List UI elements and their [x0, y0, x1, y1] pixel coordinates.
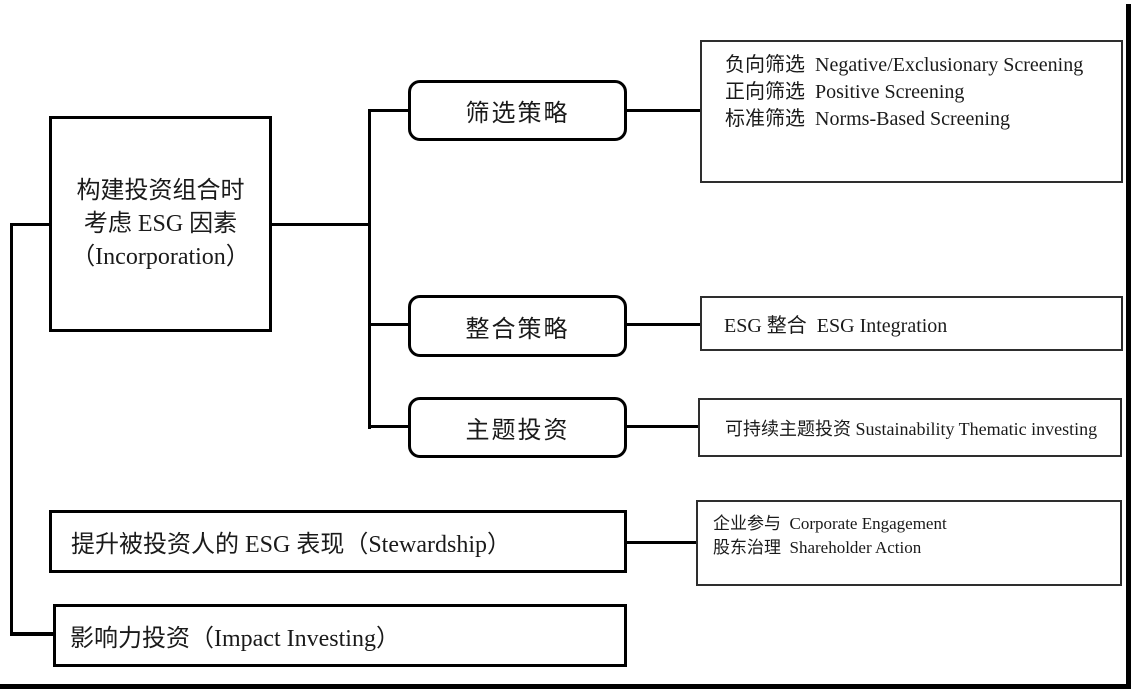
stewardship-label: 提升被投资人的 ESG 表现（Stewardship） [71, 532, 511, 558]
stewardship-box: 提升被投资人的 ESG 表现（Stewardship） [49, 510, 627, 573]
incorporation-right-connector-line [271, 223, 369, 226]
screening-detail-connector-line [626, 109, 700, 112]
impact-connector-line [10, 632, 56, 636]
shareholder-action-line: 股东治理 Shareholder Action [713, 538, 922, 557]
thematic-strategy-box: 主题投资 [408, 397, 627, 458]
integration-detail-box: ESG 整合 ESG Integration [700, 296, 1123, 351]
incorporation-box: 构建投资组合时 考虑 ESG 因素 （Incorporation） [49, 116, 272, 332]
norms-based-screening-line: 标准筛选 Norms-Based Screening [725, 108, 1010, 130]
sustainability-thematic-line: 可持续主题投资 Sustainability Thematic investin… [725, 418, 1098, 439]
incorporation-left-connector-line [10, 223, 49, 226]
page-bottom-border [0, 684, 1131, 689]
strategies-trunk-vertical-line [368, 109, 371, 429]
integration-detail-connector-line [626, 323, 700, 326]
integration-strategy-label: 整合策略 [465, 316, 570, 343]
thematic-strategy-label: 主题投资 [465, 418, 570, 444]
esg-integration-line: ESG 整合 ESG Integration [724, 315, 948, 337]
negative-screening-line: 负向筛选 Negative/Exclusionary Screening [725, 54, 1084, 76]
thematic-detail-box: 可持续主题投资 Sustainability Thematic investin… [698, 398, 1122, 457]
screening-strategy-box: 筛选策略 [408, 80, 627, 141]
engagement-detail-box: 企业参与 Corporate Engagement 股东治理 Sharehold… [696, 500, 1122, 586]
impact-investing-box: 影响力投资（Impact Investing） [53, 604, 627, 667]
screening-branch-line [370, 109, 408, 112]
thematic-branch-line [370, 425, 408, 428]
left-trunk-vertical-line [10, 223, 13, 635]
impact-investing-label: 影响力投资（Impact Investing） [70, 626, 400, 652]
screening-detail-box: 负向筛选 Negative/Exclusionary Screening 正向筛… [700, 40, 1123, 183]
incorporation-title-line-1: 构建投资组合时 [76, 177, 245, 204]
incorporation-title-line-3: （Incorporation） [71, 243, 250, 270]
integration-branch-line [370, 323, 408, 326]
screening-strategy-label: 筛选策略 [465, 101, 570, 127]
page-right-border [1126, 4, 1131, 689]
incorporation-title-line-2: 考虑 ESG 因素 [83, 210, 238, 237]
stewardship-detail-connector-line [626, 541, 696, 544]
integration-strategy-box: 整合策略 [408, 295, 627, 357]
thematic-detail-connector-line [626, 425, 698, 428]
corporate-engagement-line: 企业参与 Corporate Engagement [713, 514, 947, 533]
positive-screening-line: 正向筛选 Positive Screening [725, 81, 965, 103]
